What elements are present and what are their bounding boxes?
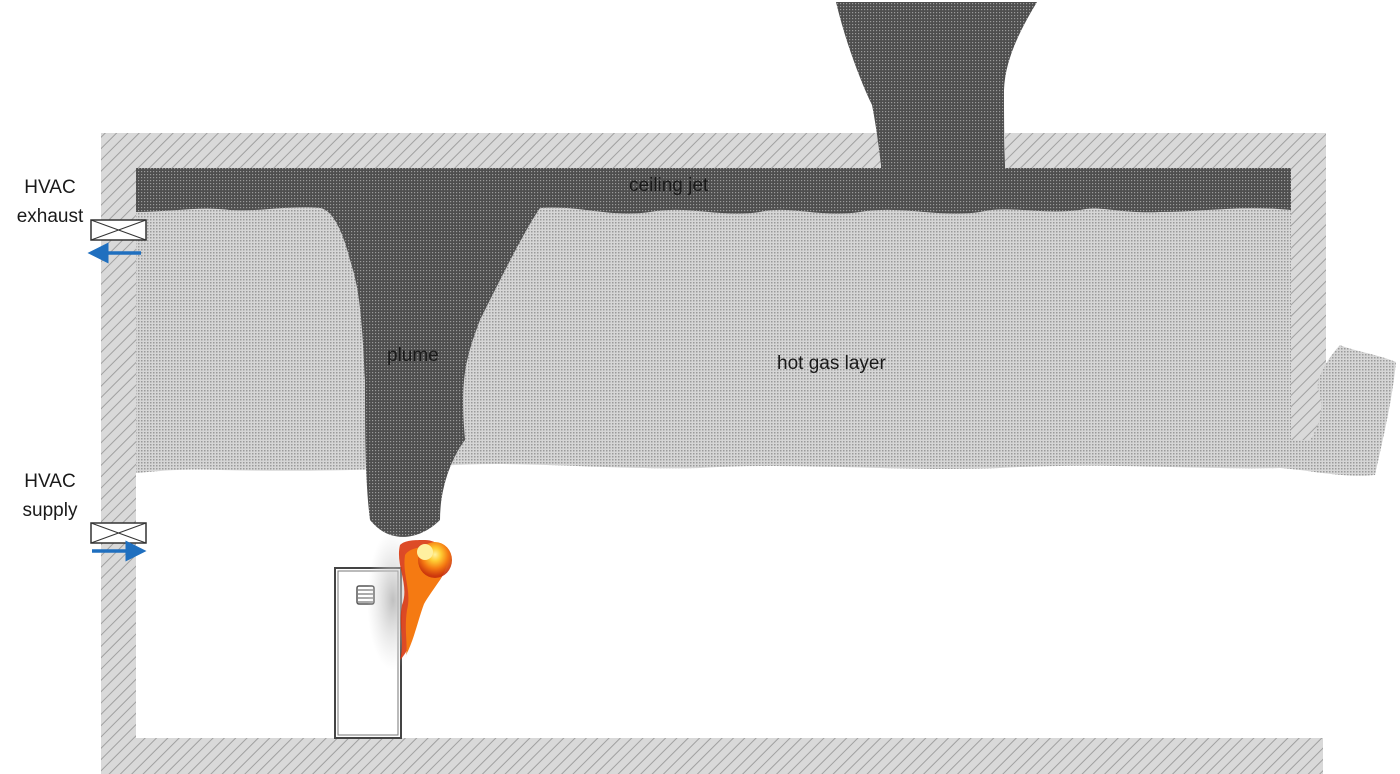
fire-icon bbox=[367, 530, 452, 670]
compartment-walls bbox=[101, 133, 1326, 774]
hvac-supply-label-line1: HVAC bbox=[24, 471, 76, 492]
ceiling-right bbox=[1005, 133, 1326, 168]
hot-gas-layer-label: hot gas layer bbox=[777, 353, 886, 374]
ceiling-jet-label: ceiling jet bbox=[629, 175, 709, 196]
hvac-supply-label: HVAC supply bbox=[10, 468, 90, 525]
hvac-exhaust-label-line2: exhaust bbox=[16, 205, 84, 227]
hvac-supply-label-line2: supply bbox=[22, 499, 78, 521]
hot-gas-layer bbox=[136, 202, 1396, 476]
plume-label: plume bbox=[387, 345, 439, 366]
ceiling-jet bbox=[136, 2, 1291, 537]
hvac-supply-damper bbox=[90, 522, 147, 544]
hvac-exhaust-damper bbox=[90, 219, 147, 241]
hvac-exhaust-label: HVAC exhaust bbox=[10, 174, 90, 231]
ceiling-left bbox=[101, 133, 881, 168]
hvac-exhaust-label-line1: HVAC bbox=[24, 177, 76, 198]
floor bbox=[101, 738, 1323, 774]
